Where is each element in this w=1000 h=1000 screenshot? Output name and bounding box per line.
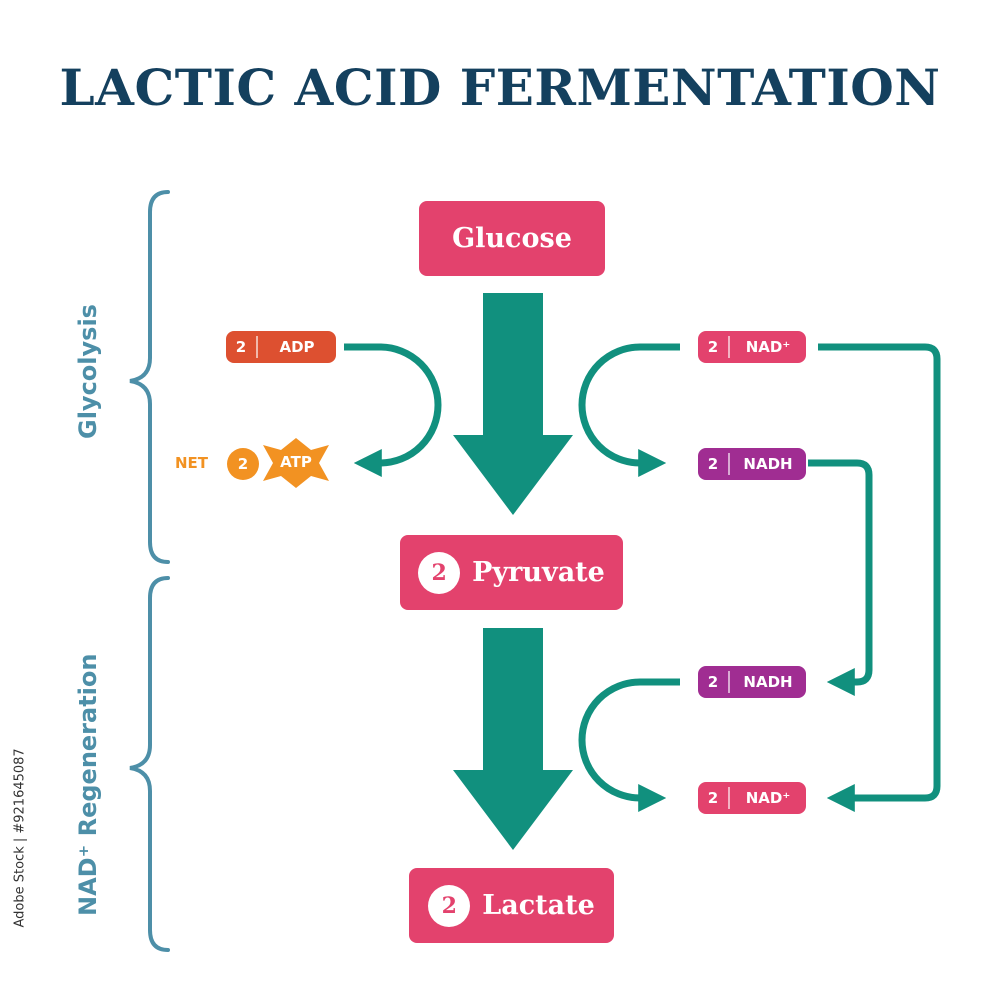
lactate-count: 2 (428, 884, 471, 927)
nadh-bottom-label: NADH (743, 673, 793, 691)
adp-count: 2 (235, 338, 247, 356)
nad-recycle-arrow (818, 343, 941, 812)
nad-bottom-label: NAD⁺ (745, 789, 791, 807)
atp-label: ATP (280, 453, 312, 471)
lactate-label: Lactate (482, 890, 595, 921)
glucose-label: Glucose (452, 223, 572, 254)
glucose-to-pyruvate-arrow (453, 293, 573, 515)
nad-regeneration-label: NAD⁺ Regeneration (74, 653, 102, 917)
pyruvate-to-lactate-arrow (453, 628, 573, 850)
nad-to-nadh-top-arrow (578, 343, 680, 477)
atp-star-shape (263, 438, 329, 488)
pyruvate-label: Pyruvate (472, 557, 605, 588)
pyruvate-count: 2 (418, 551, 461, 594)
atp-count-circle: 2 (227, 448, 259, 480)
nadh-top-label: NADH (743, 455, 793, 473)
nadh-top-count: 2 (707, 455, 719, 473)
nadh-recycle-arrow (808, 459, 873, 696)
stock-credit: Adobe Stock | #921645087 (12, 748, 28, 928)
nad-top-pill: 2 NAD⁺ (698, 331, 806, 363)
pyruvate-box: 2 Pyruvate (400, 535, 623, 610)
nadh-top-pill: 2 NADH (698, 448, 806, 480)
nad-bottom-pill: 2 NAD⁺ (698, 782, 806, 814)
adp-to-atp-arrow (344, 343, 442, 477)
nadh-bottom-pill: 2 NADH (698, 666, 806, 698)
atp-net-label: NET (175, 454, 209, 472)
nad-bottom-count: 2 (707, 789, 719, 807)
adp-pill: 2 ADP (226, 331, 336, 363)
glucose-box: Glucose (419, 201, 605, 276)
nad-top-count: 2 (707, 338, 719, 356)
nad-top-label: NAD⁺ (745, 338, 791, 356)
regeneration-bracket (129, 576, 170, 952)
glycolysis-bracket (129, 190, 170, 564)
nadh-to-nad-bottom-arrow (578, 678, 680, 812)
lactate-box: 2 Lactate (409, 868, 614, 943)
nadh-bottom-count: 2 (707, 673, 719, 691)
adp-label: ADP (279, 338, 315, 356)
atp-count: 2 (237, 455, 249, 473)
page-title: LACTIC ACID FERMENTATION (59, 58, 941, 117)
glycolysis-label: Glycolysis (74, 304, 102, 439)
